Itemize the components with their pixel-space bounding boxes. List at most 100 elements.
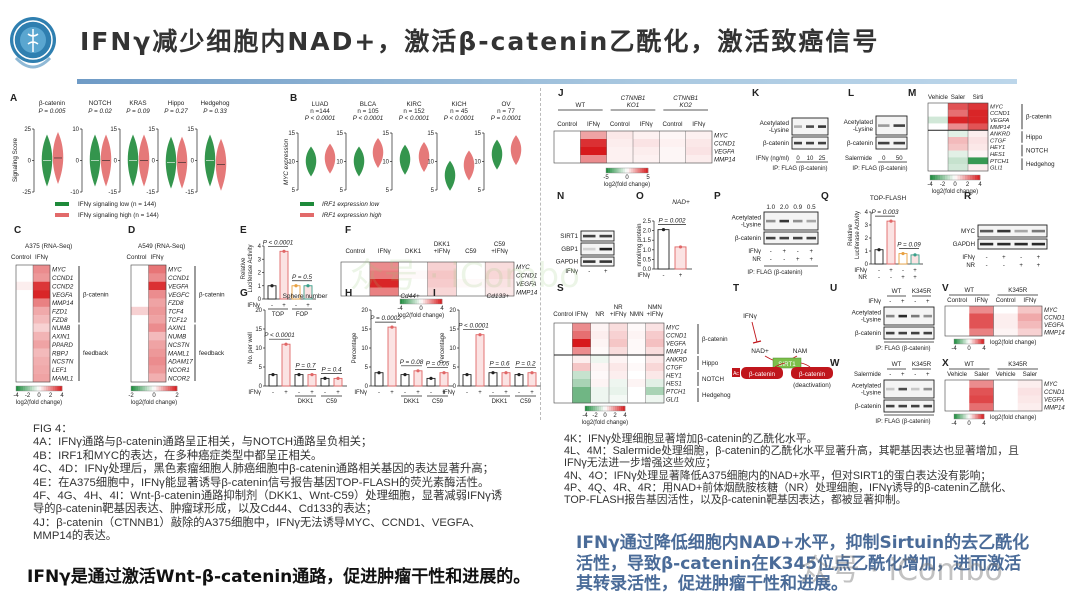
heatmap-cell bbox=[945, 328, 970, 337]
column-header: NMN bbox=[648, 304, 662, 311]
treatment-sign: + bbox=[282, 303, 286, 309]
y-tick-label: 5 bbox=[431, 188, 435, 194]
column-header: DKK1 bbox=[405, 248, 422, 255]
heatmap-cell bbox=[485, 287, 515, 297]
column-header: Sirti bbox=[973, 94, 984, 101]
heatmap-cell bbox=[948, 130, 969, 138]
heatmap-cell bbox=[148, 281, 167, 291]
blot-band bbox=[923, 404, 932, 408]
heatmap-cell bbox=[928, 116, 949, 124]
treatment-sign: - bbox=[298, 390, 300, 396]
heatmap-cell bbox=[968, 157, 989, 165]
blot-row-label: Acetylated bbox=[760, 120, 790, 127]
y-tick-label: 3 bbox=[258, 257, 262, 263]
heatmap-cell bbox=[969, 395, 994, 404]
data-point bbox=[465, 373, 469, 377]
blot-box bbox=[763, 231, 819, 245]
colorbar-cell bbox=[620, 168, 624, 173]
heatmap-cell bbox=[16, 265, 34, 274]
caption-line: 4A：IFNγ通路与β-catenin通路呈正相关，与NOTCH通路呈负相关； bbox=[33, 436, 373, 449]
blot-band bbox=[806, 236, 816, 240]
gene-label: MMP14 bbox=[714, 156, 736, 163]
colorbar-cell bbox=[50, 386, 54, 391]
bar bbox=[527, 372, 537, 387]
heatmap-cell bbox=[131, 331, 149, 341]
y-tick-label: 1.0 bbox=[643, 248, 652, 254]
column-group-label: WT bbox=[576, 102, 586, 109]
colorbar-cell bbox=[935, 175, 938, 180]
heatmap-cell bbox=[928, 103, 949, 110]
bar bbox=[886, 220, 896, 265]
treatment-sign: - bbox=[295, 303, 297, 309]
y-axis-label: nmol/mg protein bbox=[637, 223, 643, 266]
gene-label: MAML1 bbox=[52, 375, 73, 382]
colorbar-cell bbox=[960, 414, 962, 419]
blot-row-label: β-catenin bbox=[855, 330, 882, 337]
heatmap-cell bbox=[572, 371, 591, 380]
column-group-label: WT bbox=[892, 288, 902, 295]
plot-title: NOTCH bbox=[89, 100, 112, 107]
bar bbox=[657, 229, 670, 270]
heatmap-cell bbox=[948, 103, 969, 110]
blot-band bbox=[893, 141, 905, 145]
heatmap-cell bbox=[131, 323, 149, 333]
blot-band bbox=[599, 234, 612, 238]
ifn-gamma-label: IFNγ bbox=[743, 313, 757, 320]
treatment-sign: - bbox=[466, 390, 468, 396]
heatmap-cell bbox=[969, 328, 994, 337]
colorbar-tick-label: -4 bbox=[927, 182, 933, 188]
caption-line: MMP14的表达。 bbox=[33, 530, 118, 543]
data-point bbox=[913, 253, 917, 257]
colorbar-cell bbox=[585, 406, 588, 411]
heatmap-cell bbox=[131, 281, 149, 291]
treatment-sign: - bbox=[378, 390, 380, 396]
gene-label: VEGFA bbox=[52, 292, 73, 299]
blot-row-label: -Lysine bbox=[861, 317, 882, 324]
colorbar-cell bbox=[154, 386, 157, 391]
colorbar-cell bbox=[627, 168, 630, 173]
colorbar-cell bbox=[32, 386, 35, 391]
blot-band bbox=[997, 229, 1011, 233]
heatmap-cell bbox=[1017, 387, 1043, 396]
colorbar-cell bbox=[981, 339, 983, 344]
data-point bbox=[377, 371, 381, 375]
p-value-label: P = 0.002 bbox=[659, 218, 686, 225]
p-value-label: P < 0.0001 bbox=[263, 239, 293, 246]
heatmap-cell bbox=[685, 139, 713, 148]
data-point bbox=[282, 249, 286, 253]
treatment-sign: + bbox=[478, 390, 482, 396]
heatmap-cell bbox=[16, 323, 34, 333]
heatmap-cell bbox=[945, 380, 970, 388]
treatment-sign: - bbox=[770, 257, 772, 263]
colorbar-cell bbox=[151, 386, 155, 391]
plot-title: LUAD bbox=[312, 101, 329, 108]
heatmap-cell bbox=[968, 143, 989, 151]
data-point bbox=[530, 371, 534, 375]
heatmap-cell bbox=[554, 323, 573, 332]
caption-line: 4J：β-catenin（CTNNB1）敲除的A375细胞中，IFNγ无法诱导M… bbox=[33, 516, 481, 529]
colorbar-cell bbox=[981, 414, 983, 419]
bar bbox=[268, 374, 278, 387]
colorbar-cell bbox=[970, 339, 973, 344]
legend-label: IRF1 expression high bbox=[322, 212, 382, 219]
conclusion-right: IFNγ通过降低细胞内NAD+水平，抑制Sirtuin的去乙酰化 活性，导致β-… bbox=[576, 533, 1029, 595]
caption-line: 4K：IFNγ处理细胞显著增加β-catenin的乙酰化水平。 bbox=[564, 433, 818, 445]
heatmap-cell bbox=[369, 279, 399, 288]
colorbar-cell bbox=[170, 386, 173, 391]
panel-letter-L: L bbox=[848, 88, 854, 99]
heatmap-cell bbox=[993, 387, 1018, 396]
group-label: C59 bbox=[432, 399, 444, 405]
heatmap-cell bbox=[590, 387, 610, 396]
heatmap-cell bbox=[148, 348, 167, 358]
gene-label: HES1 bbox=[990, 152, 1005, 158]
heatmap-cell bbox=[590, 323, 610, 332]
colorbar-tick-label: -2 bbox=[128, 393, 134, 399]
colorbar-cell bbox=[963, 339, 965, 344]
caption-line: 4E：在A375细胞中，IFNγ能显著诱导β-catenin信号报告基因TOP-… bbox=[33, 476, 490, 489]
column-group-label: WT bbox=[964, 361, 974, 368]
data-point bbox=[310, 373, 314, 377]
heatmap-cell bbox=[633, 139, 660, 148]
blot-band bbox=[794, 141, 802, 145]
y-tick-label: 10 bbox=[288, 160, 295, 166]
y-tick-label: 5 bbox=[453, 365, 457, 371]
